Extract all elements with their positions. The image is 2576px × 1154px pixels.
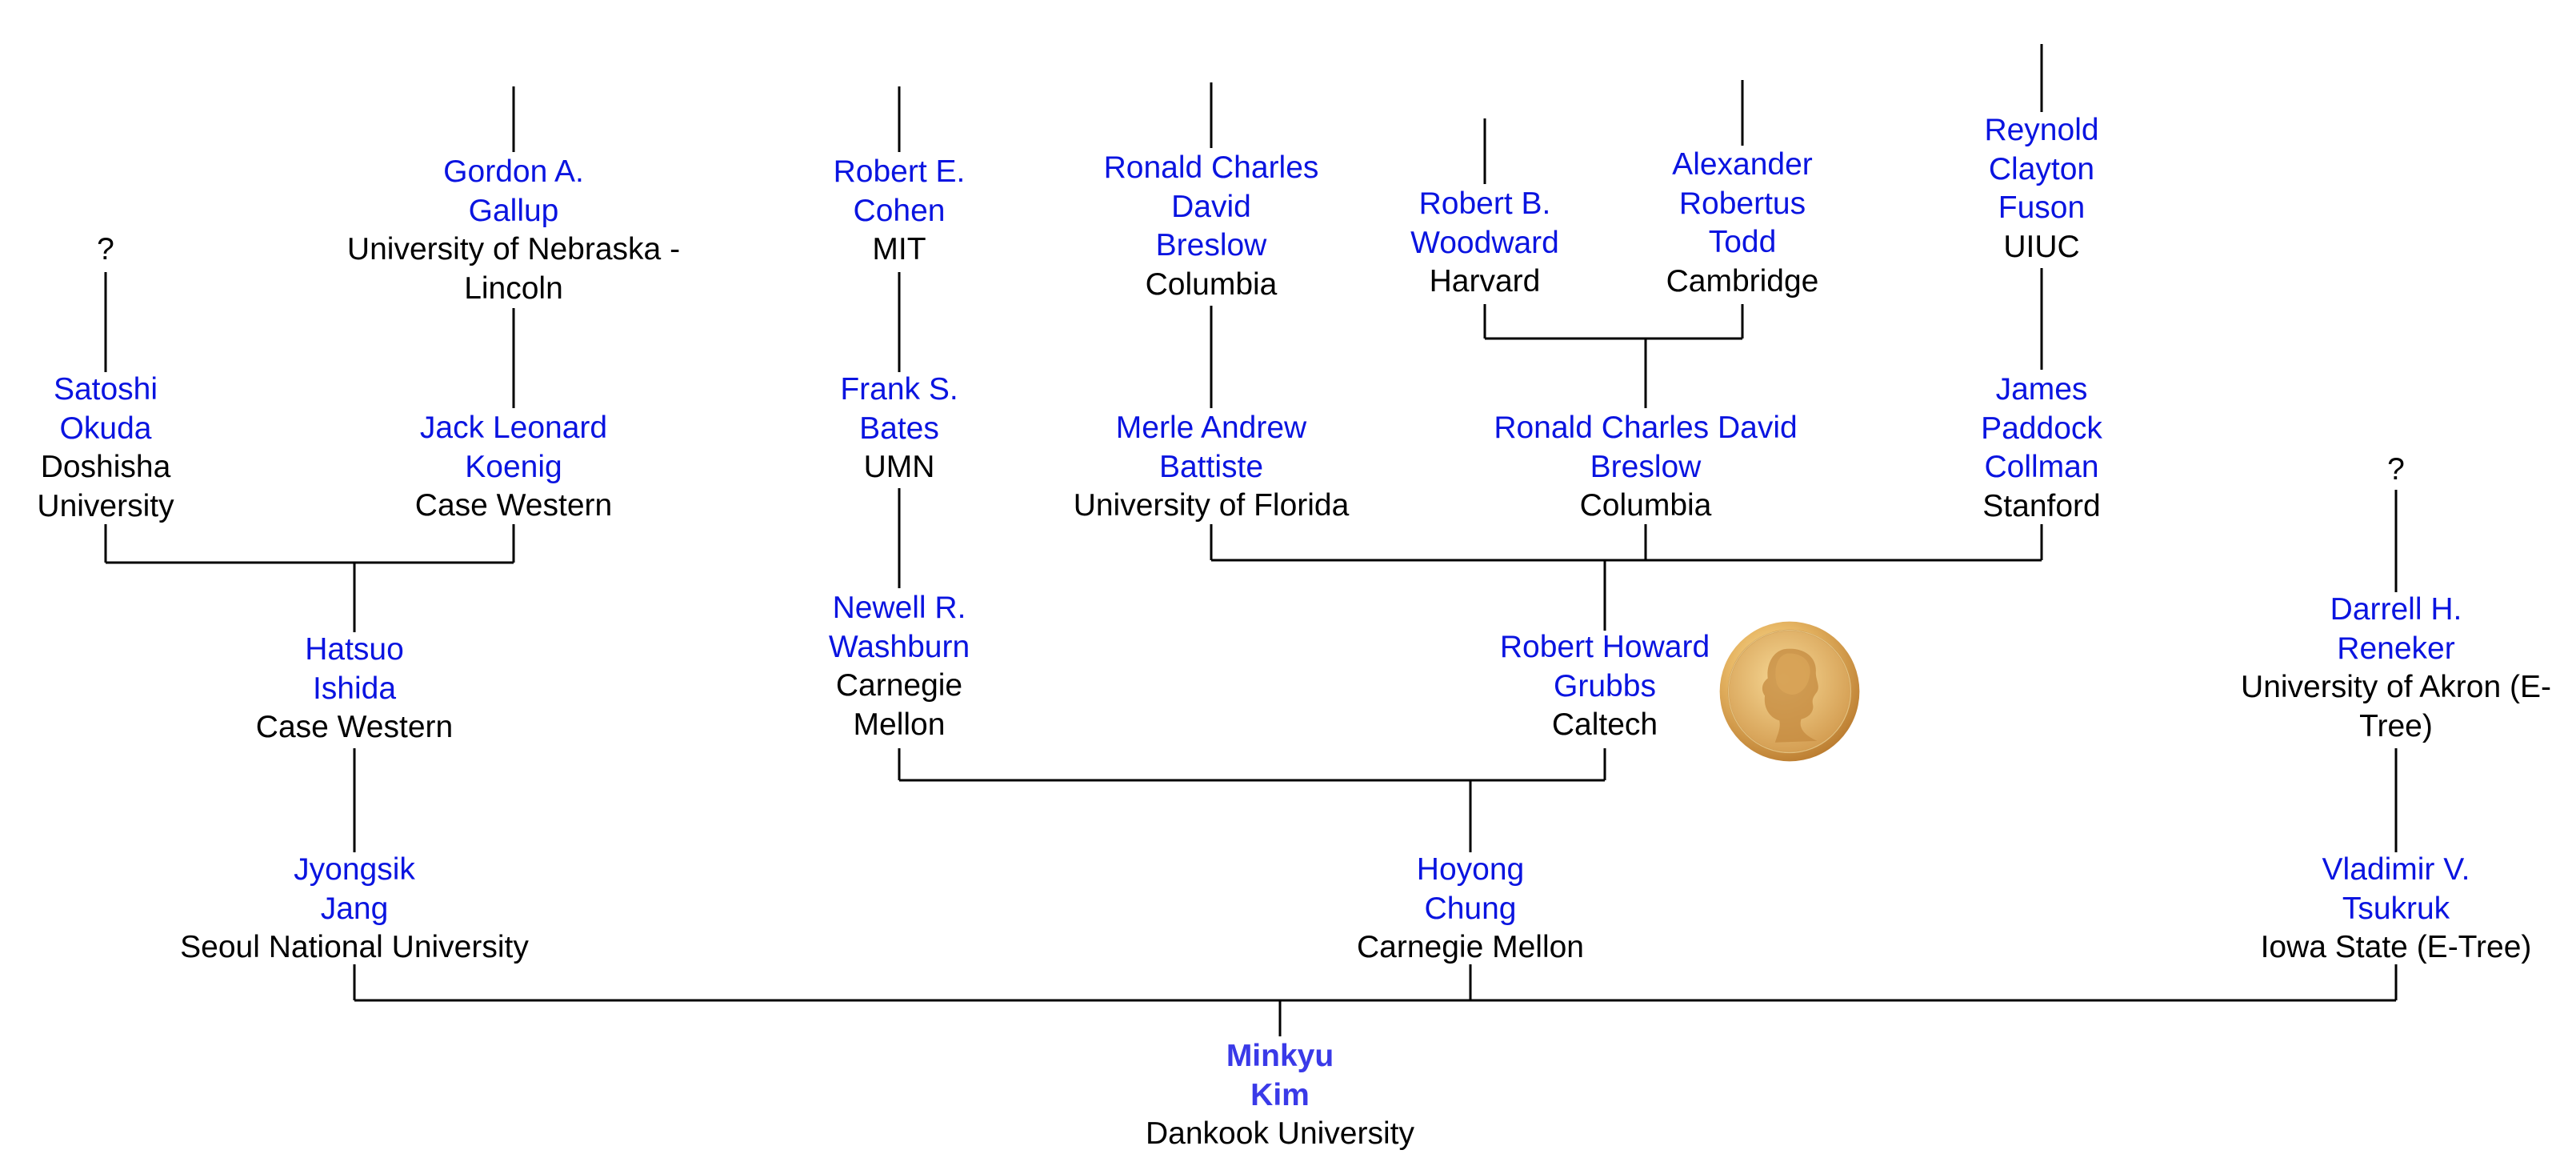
institution: Dankook University <box>1146 1116 1414 1151</box>
institution: Mellon <box>853 707 946 742</box>
person-name[interactable]: Ronald Charles <box>1103 150 1319 185</box>
person-name[interactable]: Reynold <box>1984 113 2099 147</box>
unknown-advisor-2: ? <box>2387 451 2405 490</box>
person-name[interactable]: Washburn <box>828 629 970 664</box>
node-merle-battiste[interactable]: Merle Andrew Battiste University of Flor… <box>1074 409 1350 526</box>
institution: UIUC <box>2003 229 2080 264</box>
person-name[interactable]: Ronald Charles David <box>1494 411 1798 445</box>
person-name[interactable]: Battiste <box>1158 449 1264 484</box>
person-name[interactable]: Bates <box>859 411 939 446</box>
person-name[interactable]: Woodward <box>1410 225 1559 260</box>
institution: University of Nebraska - <box>346 232 681 266</box>
institution: Caltech <box>1551 707 1658 742</box>
person-name[interactable]: Alexander <box>1672 147 1813 182</box>
node-reynold-fuson[interactable]: Reynold Clayton Fuson UIUC <box>1984 111 2098 266</box>
node-newell-washburn[interactable]: Newell R. Washburn Carnegie Mellon <box>829 589 970 744</box>
person-name[interactable]: Newell R. <box>832 591 966 625</box>
person-name[interactable]: Robert Howard <box>1499 630 1710 664</box>
person-name[interactable]: Okuda <box>59 411 152 446</box>
institution: Lincoln <box>464 270 563 306</box>
unknown-mark: ? <box>2387 452 2405 487</box>
node-minkyu-kim-root[interactable]: Minkyu Kim Dankook University <box>1146 1037 1414 1154</box>
person-name[interactable]: Gordon A. <box>443 154 584 189</box>
unknown-advisor-1: ? <box>97 230 114 270</box>
person-name[interactable]: Jyongsik <box>294 852 415 887</box>
node-robert-cohen[interactable]: Robert E. Cohen MIT <box>834 153 966 270</box>
node-james-collman[interactable]: James Paddock Collman Stanford <box>1981 371 2102 526</box>
node-frank-bates[interactable]: Frank S. Bates UMN <box>840 371 958 487</box>
person-name[interactable]: Breslow <box>1155 228 1267 262</box>
institution: Case Western <box>414 488 613 523</box>
person-name[interactable]: Tsukruk <box>2342 891 2450 926</box>
person-name[interactable]: Robert B. <box>1418 186 1551 221</box>
person-name[interactable]: Collman <box>1984 450 2099 484</box>
institution: Stanford <box>1982 488 2101 523</box>
institution: Seoul National University <box>180 930 529 964</box>
person-name[interactable]: Fuson <box>1998 190 2086 225</box>
person-name[interactable]: Satoshi <box>53 372 158 407</box>
node-robert-grubbs[interactable]: Robert Howard Grubbs Caltech <box>1500 628 1710 745</box>
node-vladimir-tsukruk[interactable]: Vladimir V. Tsukruk Iowa State (E-Tree) <box>2261 851 2532 968</box>
person-name[interactable]: Darrell H. <box>2330 592 2462 627</box>
person-name[interactable]: Robert E. <box>833 154 966 189</box>
institution: UMN <box>863 450 935 484</box>
node-hatsuo-ishida[interactable]: Hatsuo Ishida Case Western <box>256 631 453 747</box>
institution: University of Akron (E- <box>2241 670 2551 704</box>
person-name[interactable]: Merle Andrew <box>1115 411 1307 445</box>
person-name[interactable]: Kim <box>1250 1077 1310 1112</box>
node-ronald-breslow-mid[interactable]: Ronald Charles David Breslow Columbia <box>1494 409 1797 526</box>
institution: Cambridge <box>1666 263 1819 299</box>
person-name[interactable]: James <box>1995 372 2088 407</box>
node-alexander-todd[interactable]: Alexander Robertus Todd Cambridge <box>1666 146 1819 301</box>
person-name[interactable]: Vladimir V. <box>2322 852 2470 887</box>
person-name[interactable]: Paddock <box>1981 411 2102 446</box>
node-darrell-reneker[interactable]: Darrell H. Reneker University of Akron (… <box>2241 591 2551 746</box>
institution: Doshisha <box>40 450 171 484</box>
person-name[interactable]: Jack Leonard <box>419 411 608 445</box>
node-hoyong-chung[interactable]: Hoyong Chung Carnegie Mellon <box>1357 851 1584 968</box>
person-name[interactable]: Minkyu <box>1226 1039 1334 1073</box>
institution: Columbia <box>1579 488 1712 523</box>
person-name[interactable]: Breslow <box>1590 449 1702 484</box>
nobel-medal-icon <box>1719 621 1860 762</box>
person-name[interactable]: Robertus <box>1678 186 1806 221</box>
person-name[interactable]: Hoyong <box>1416 852 1525 887</box>
person-name[interactable]: Cohen <box>853 193 946 228</box>
person-name[interactable]: Ishida <box>312 671 397 706</box>
person-name[interactable]: Hatsuo <box>305 632 404 667</box>
institution: Carnegie Mellon <box>1357 930 1584 964</box>
node-gordon-gallup[interactable]: Gordon A. Gallup University of Nebraska … <box>347 153 680 308</box>
person-name[interactable]: Grubbs <box>1554 668 1656 703</box>
institution: Columbia <box>1145 266 1278 302</box>
institution: Tree) <box>2359 708 2433 743</box>
person-name[interactable]: Todd <box>1708 225 1777 259</box>
person-name[interactable]: Koenig <box>465 449 562 484</box>
person-name[interactable]: Clayton <box>1988 151 2095 186</box>
institution: Iowa State (E-Tree) <box>2260 930 2532 964</box>
institution: Harvard <box>1429 264 1541 299</box>
person-name[interactable]: Reneker <box>2337 631 2455 666</box>
institution: Case Western <box>255 710 454 744</box>
node-robert-woodward[interactable]: Robert B. Woodward Harvard <box>1410 185 1559 302</box>
node-ronald-breslow-top[interactable]: Ronald Charles David Breslow Columbia <box>1104 149 1319 304</box>
person-name[interactable]: David <box>1171 189 1251 224</box>
institution: University <box>37 488 174 523</box>
node-jyongsik-jang[interactable]: Jyongsik Jang Seoul National University <box>180 851 529 968</box>
person-name[interactable]: Frank S. <box>840 372 958 407</box>
person-name[interactable]: Gallup <box>468 193 559 228</box>
node-jack-koenig[interactable]: Jack Leonard Koenig Case Western <box>415 409 612 526</box>
person-name[interactable]: Jang <box>320 891 389 926</box>
person-name[interactable]: Chung <box>1424 891 1517 926</box>
institution: Carnegie <box>835 668 963 703</box>
institution: MIT <box>872 232 926 266</box>
unknown-mark: ? <box>97 232 114 266</box>
institution: University of Florida <box>1073 488 1350 523</box>
node-satoshi-okuda[interactable]: Satoshi Okuda Doshisha University <box>37 371 174 526</box>
